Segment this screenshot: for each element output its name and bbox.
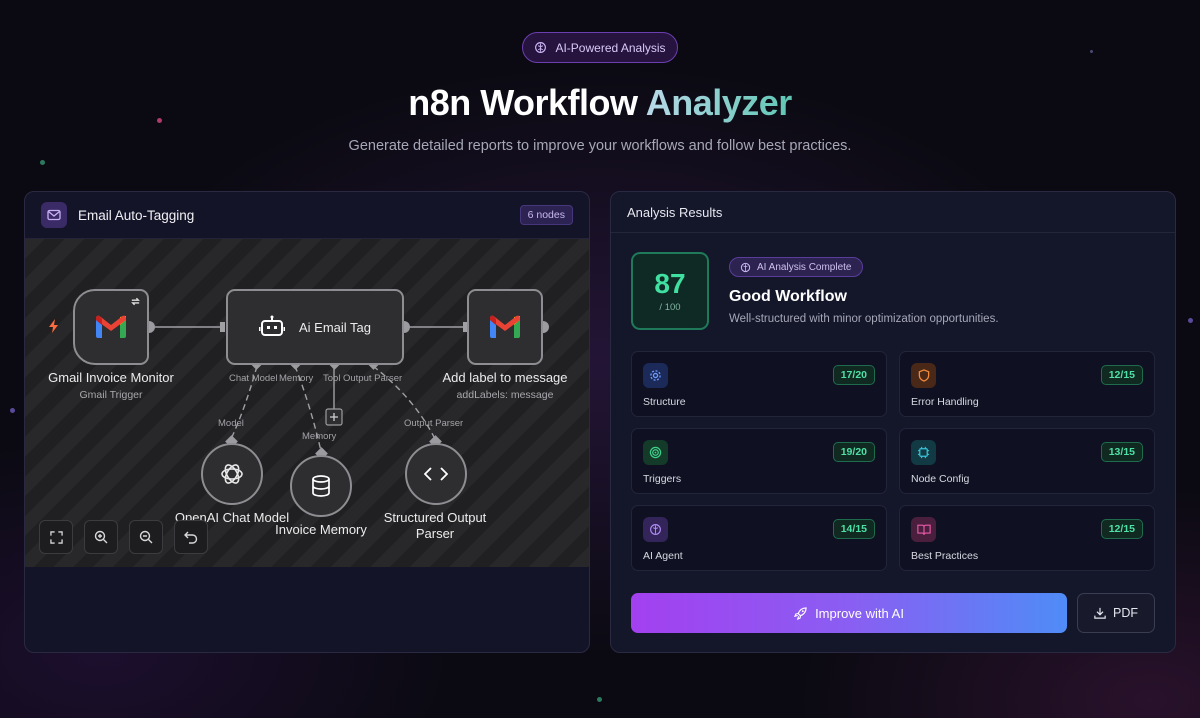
decor-dot: [1188, 318, 1193, 323]
improve-with-ai-button[interactable]: Improve with AI: [631, 593, 1067, 633]
decor-dot: [10, 408, 15, 413]
results-header: Analysis Results: [611, 192, 1175, 233]
ai-powered-badge-label: AI-Powered Analysis: [555, 40, 666, 55]
port-label-memory: Memory: [279, 373, 314, 384]
workflow-panel: Email Auto-Tagging 6 nodes: [24, 191, 590, 653]
metric-score: 19/20: [832, 442, 875, 462]
metric-label: Error Handling: [911, 396, 979, 408]
book-icon: [911, 517, 936, 542]
metric-card-ai-agent[interactable]: 14/15 AI Agent: [631, 505, 887, 571]
metric-label: Triggers: [643, 473, 682, 485]
brain-icon: [643, 517, 668, 542]
page-title: n8n Workflow Analyzer: [0, 82, 1200, 124]
output-parser-label-line2: Parser: [415, 526, 455, 541]
decor-dot: [597, 697, 602, 702]
connection-label-output-parser: Output Parser: [404, 418, 464, 429]
fit-view-icon: [49, 530, 63, 544]
zoom-in-button[interactable]: [84, 520, 118, 554]
chip-icon: [911, 440, 936, 465]
gmail-trigger-sublabel: Gmail Trigger: [79, 389, 143, 401]
metric-card-structure[interactable]: 17/20 Structure: [631, 351, 887, 417]
port-label-tool: Tool: [323, 373, 341, 384]
metric-card-best-practices[interactable]: 12/15 Best Practices: [899, 505, 1155, 571]
refresh-icon: [131, 297, 140, 306]
download-pdf-label: PDF: [1113, 606, 1138, 620]
memory-node[interactable]: [290, 455, 352, 517]
zoom-out-button[interactable]: [129, 520, 163, 554]
score-value: 87: [654, 267, 686, 299]
metric-card-triggers[interactable]: 19/20 Triggers: [631, 428, 887, 494]
output-parser-node[interactable]: [405, 443, 467, 505]
workflow-header: Email Auto-Tagging 6 nodes: [25, 192, 589, 239]
analysis-complete-label: AI Analysis Complete: [757, 261, 852, 273]
workflow-canvas[interactable]: Gmail Invoice Monitor Gmail Trigger Ai E…: [25, 239, 589, 567]
metric-card-node-config[interactable]: 13/15 Node Config: [899, 428, 1155, 494]
metric-label: Best Practices: [911, 550, 979, 562]
zoom-in-icon: [94, 530, 108, 544]
zoom-out-icon: [139, 530, 153, 544]
gmail-icon: [96, 315, 126, 338]
page-subtitle: Generate detailed reports to improve you…: [348, 138, 852, 154]
metric-label: AI Agent: [643, 550, 683, 562]
ai-agent-node[interactable]: Ai Email Tag: [226, 289, 404, 365]
score-max: / 100: [659, 301, 681, 313]
connection-label-model: Model: [218, 418, 244, 429]
decor-dot: [40, 160, 45, 165]
metric-label: Node Config: [911, 473, 970, 485]
gmail-action-sublabel: addLabels: message: [456, 389, 554, 401]
brain-icon: [740, 262, 751, 272]
openai-model-node[interactable]: [201, 443, 263, 505]
verdict-title: Good Workflow: [729, 288, 847, 305]
workflow-name: Email Auto-Tagging: [78, 207, 195, 223]
undo-icon: [184, 531, 198, 544]
metric-score: 12/15: [1100, 365, 1143, 385]
robot-icon: [258, 315, 285, 336]
verdict-description: Well-structured with minor optimization …: [729, 313, 999, 325]
metric-score: 13/15: [1100, 442, 1143, 462]
metric-score: 14/15: [832, 519, 875, 539]
node-count-badge: 6 nodes: [519, 205, 573, 225]
metric-score: 12/15: [1100, 519, 1143, 539]
lightning-icon: [49, 319, 58, 333]
score-box: 87 / 100: [631, 252, 709, 330]
analysis-complete-badge: AI Analysis Complete: [729, 257, 863, 277]
improve-with-ai-label: Improve with AI: [815, 605, 904, 621]
undo-button[interactable]: [174, 520, 208, 554]
memory-label: Invoice Memory: [275, 522, 367, 537]
page-title-main: n8n Workflow: [408, 82, 638, 123]
decor-dot: [1090, 50, 1093, 53]
gear-icon: [643, 363, 668, 388]
gmail-action-label: Add label to message: [442, 370, 568, 385]
openai-icon: [221, 464, 243, 484]
gmail-trigger-node[interactable]: [73, 289, 149, 365]
connection-label-memory: Memory: [302, 431, 337, 442]
metric-label: Structure: [643, 396, 686, 408]
rocket-icon: [794, 606, 807, 620]
port-label-chat-model: Chat Model: [229, 373, 278, 384]
gmail-icon: [490, 315, 520, 338]
database-icon: [312, 475, 330, 497]
metric-card-error-handling[interactable]: 12/15 Error Handling: [899, 351, 1155, 417]
output-parser-label-line1: Structured Output: [383, 510, 487, 525]
ai-agent-label: Ai Email Tag: [298, 319, 371, 335]
code-icon: [424, 467, 448, 481]
fit-view-button[interactable]: [39, 520, 73, 554]
results-panel: Analysis Results 87 / 100 AI Analysis Co…: [610, 191, 1176, 653]
download-icon: [1094, 607, 1106, 619]
gmail-trigger-label: Gmail Invoice Monitor: [48, 370, 174, 385]
shield-icon: [911, 363, 936, 388]
decor-dot: [157, 118, 162, 123]
gmail-action-node[interactable]: [467, 289, 543, 365]
mail-icon: [41, 202, 67, 228]
brain-icon: [535, 42, 547, 53]
port-label-output-parser: Output Parser: [343, 373, 403, 384]
metric-score: 17/20: [832, 365, 875, 385]
target-icon: [643, 440, 668, 465]
page-title-accent: Analyzer: [645, 82, 793, 123]
ai-powered-badge: AI-Powered Analysis: [522, 32, 678, 63]
download-pdf-button[interactable]: PDF: [1077, 593, 1155, 633]
